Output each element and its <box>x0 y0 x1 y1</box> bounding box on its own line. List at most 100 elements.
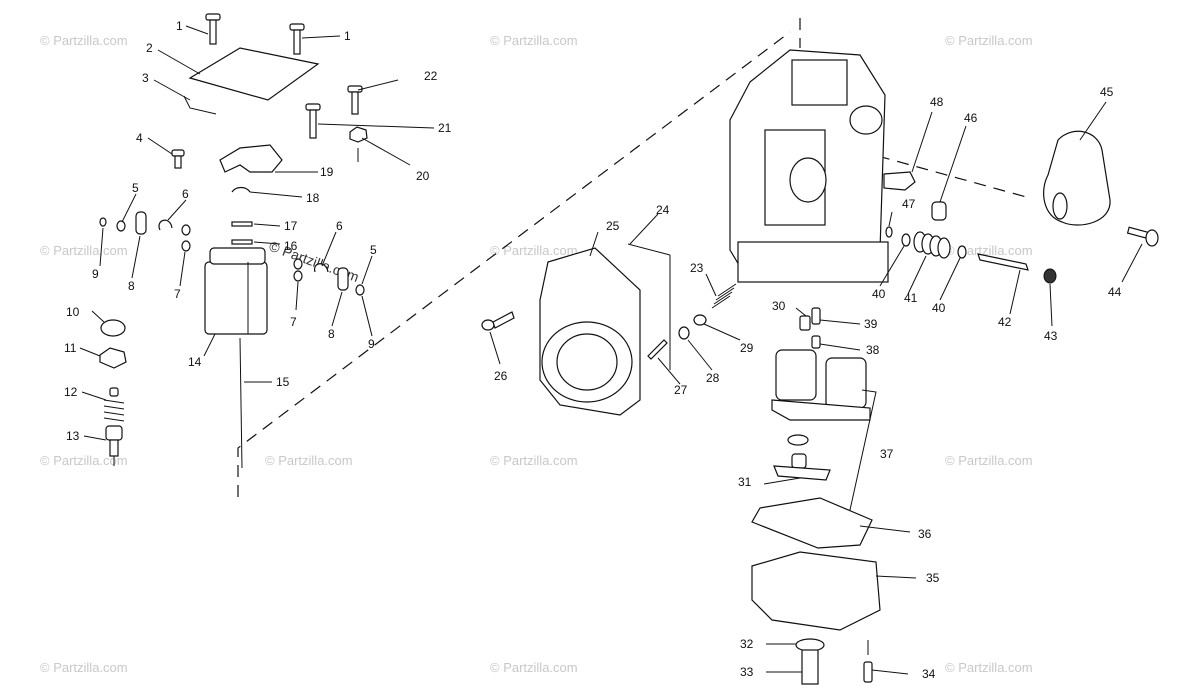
watermark: © Partzilla.com <box>945 660 1033 675</box>
callout-46: 46 <box>964 111 978 125</box>
jet <box>799 315 811 331</box>
watermark: © Partzilla.com <box>40 243 128 258</box>
nut <box>99 347 127 369</box>
clip <box>231 186 251 193</box>
callout-14: 14 <box>188 355 202 369</box>
boss <box>849 105 883 135</box>
callout-22: 22 <box>424 69 438 83</box>
drain-tube <box>801 649 819 685</box>
callout-18: 18 <box>306 191 320 205</box>
callout-23: 23 <box>690 261 704 275</box>
callout-10: 10 <box>66 305 80 319</box>
watermark: © Partzilla.com <box>945 243 1033 258</box>
callout-7: 7 <box>174 287 181 301</box>
watermark: © Partzilla.com <box>40 33 128 48</box>
spring <box>103 387 125 422</box>
callout-42: 42 <box>998 315 1012 329</box>
callout-47: 47 <box>902 197 916 211</box>
left-parts-group <box>99 13 368 469</box>
callout-19: 19 <box>320 165 334 179</box>
callout-40: 40 <box>872 287 886 301</box>
callout-2: 2 <box>146 41 153 55</box>
callout-44: 44 <box>1108 285 1122 299</box>
callout-8: 8 <box>128 279 135 293</box>
ball <box>1043 268 1057 284</box>
screw-part <box>347 85 363 115</box>
wire-clip <box>183 95 217 115</box>
leader-lines <box>79 25 1143 675</box>
callout-1: 1 <box>344 29 351 43</box>
spring <box>711 283 737 309</box>
callout-15: 15 <box>276 375 290 389</box>
callout-labels: 1 1 2 3 4 5 5 6 6 7 7 8 8 9 9 10 11 12 1… <box>64 19 1122 681</box>
o-ring <box>787 434 809 446</box>
o-ring <box>293 270 303 282</box>
lever-hole <box>1052 192 1068 220</box>
washer <box>355 284 365 296</box>
callout-1: 1 <box>176 19 183 33</box>
callout-45: 45 <box>1100 85 1114 99</box>
callout-9: 9 <box>368 337 375 351</box>
callout-37: 37 <box>880 447 894 461</box>
fitting <box>883 171 916 191</box>
carburetor-body-group <box>729 49 1159 685</box>
spring-clip <box>135 211 147 235</box>
float-needle <box>239 337 243 469</box>
watermark: © Partzilla.com <box>490 243 578 258</box>
float-pin-bracket <box>773 453 831 481</box>
washer <box>901 233 911 247</box>
callout-13: 13 <box>66 429 80 443</box>
drain-plug <box>795 638 825 652</box>
screw-part <box>205 13 221 45</box>
assembly-guides <box>237 18 1031 497</box>
drain-screw <box>863 661 873 683</box>
callout-9: 9 <box>92 267 99 281</box>
watermark: © Partzilla.com <box>40 660 128 675</box>
watermark: © Partzilla.com <box>40 453 128 468</box>
callout-41: 41 <box>904 291 918 305</box>
e-clip <box>314 263 329 273</box>
screw-part <box>481 311 515 331</box>
jet <box>811 307 821 325</box>
callout-27: 27 <box>674 383 688 397</box>
callout-20: 20 <box>416 169 430 183</box>
callout-6: 6 <box>182 187 189 201</box>
callout-17: 17 <box>284 219 298 233</box>
o-ring <box>181 224 191 236</box>
watermark: © Partzilla.com <box>265 453 353 468</box>
o-ring <box>181 240 191 252</box>
callout-39: 39 <box>864 317 878 331</box>
callout-21: 21 <box>438 121 452 135</box>
callout-36: 36 <box>918 527 932 541</box>
callout-11: 11 <box>64 341 77 355</box>
callout-3: 3 <box>142 71 149 85</box>
callout-26: 26 <box>494 369 508 383</box>
callout-28: 28 <box>706 371 720 385</box>
watermark: © Partzilla.com <box>490 33 578 48</box>
washer <box>116 220 126 232</box>
guide-line <box>819 139 1031 199</box>
screw-part <box>305 103 321 139</box>
intake-bore-inner <box>556 333 618 391</box>
o-ring <box>885 226 893 238</box>
cap <box>931 201 947 221</box>
callout-33: 33 <box>740 665 754 679</box>
pin <box>231 221 253 227</box>
watermark: © Partzilla.com <box>490 660 578 675</box>
callout-16: 16 <box>284 239 298 253</box>
jet <box>811 335 821 349</box>
spring-clip <box>337 267 349 291</box>
o-ring <box>99 217 107 227</box>
washer <box>693 314 707 326</box>
callout-4: 4 <box>136 131 143 145</box>
float <box>204 247 268 335</box>
screw-part <box>289 23 305 55</box>
callout-12: 12 <box>64 385 78 399</box>
callout-30: 30 <box>772 299 786 313</box>
callout-48: 48 <box>930 95 944 109</box>
watermark: © Partzilla.com <box>490 453 578 468</box>
float-bowl <box>751 551 881 631</box>
guide-line <box>237 31 791 497</box>
callout-32: 32 <box>740 637 754 651</box>
